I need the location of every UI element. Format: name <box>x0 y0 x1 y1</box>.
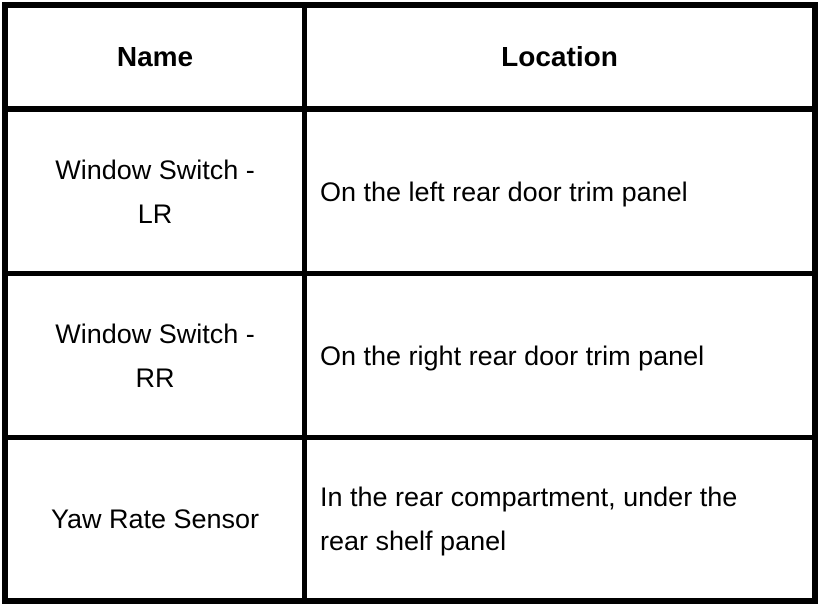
name-cell-line: Yaw Rate Sensor <box>50 504 260 534</box>
header-row: Name Location <box>8 8 812 112</box>
name-cell: Window Switch - LR <box>8 112 307 271</box>
location-cell-line: In the rear compartment, under the <box>320 482 738 512</box>
name-cell-line: Window Switch - <box>55 154 255 185</box>
name-cell: Yaw Rate Sensor <box>8 440 307 598</box>
name-cell-line: RR <box>135 362 175 393</box>
component-location-table: Name Location Window Switch - LR On the … <box>2 2 818 604</box>
column-header-name-label: Name <box>116 41 194 72</box>
location-cell: On the left rear door trim panel <box>307 112 812 271</box>
name-cell-line: Window Switch - <box>55 318 255 349</box>
column-header-location: Location <box>307 8 812 106</box>
location-cell-line: On the left rear door trim panel <box>320 176 688 207</box>
location-cell-line: rear shelf panel <box>320 526 507 556</box>
location-cell: On the right rear door trim panel <box>307 276 812 435</box>
name-cell: Window Switch - RR <box>8 276 307 435</box>
name-cell-line: LR <box>137 198 173 229</box>
table-row: Window Switch - RR On the right rear doo… <box>8 276 812 440</box>
column-header-name: Name <box>8 8 307 106</box>
location-cell: In the rear compartment, under the rear … <box>307 440 812 598</box>
table-row: Window Switch - LR On the left rear door… <box>8 112 812 276</box>
table-row: Yaw Rate Sensor In the rear compartment,… <box>8 440 812 598</box>
location-cell-line: On the right rear door trim panel <box>320 340 705 371</box>
column-header-location-label: Location <box>501 41 618 72</box>
